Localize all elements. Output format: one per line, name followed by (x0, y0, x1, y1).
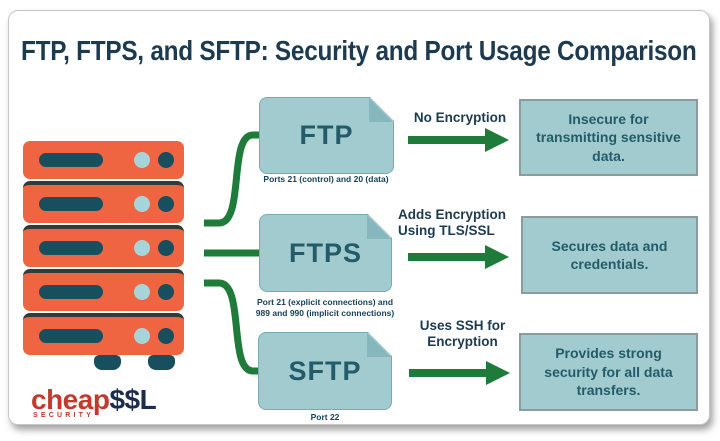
server-led-dark-icon (158, 328, 174, 344)
server-slot (39, 197, 103, 211)
infographic-card: FTP, FTPS, and SFTP: Security and Port U… (8, 10, 710, 425)
server-slot (39, 153, 103, 167)
port-label-sftp: Port 22 (310, 412, 340, 422)
result-box-ftp: Insecure for transmitting sensitive data… (519, 99, 698, 176)
protocol-label-sftp: SFTP (288, 355, 362, 386)
folded-corner-icon (369, 98, 393, 122)
server-led-dark-icon (158, 284, 174, 300)
protocol-label-ftp: FTP (299, 120, 354, 150)
server-led-light-icon (134, 284, 150, 300)
file-icon-ftp: FTP (259, 97, 394, 174)
arrow-label-ftps: Adds Encryption Using TLS/SSL (398, 207, 507, 238)
logo-tagline: SECURITY (33, 412, 94, 419)
server-unit (23, 269, 184, 311)
page-title: FTP, FTPS, and SFTP: Security and Port U… (21, 35, 697, 66)
server-unit (23, 181, 184, 223)
arrow-label-sftp: Uses SSH for Encryption (419, 318, 506, 349)
server-led-light-icon (134, 240, 150, 256)
server-led-light-icon (134, 328, 150, 344)
logo-wordmark: cheap$$L (31, 384, 157, 415)
result-text-ftps: Secures data and credentials. (551, 237, 668, 273)
folded-corner-icon (367, 215, 391, 239)
server-unit (23, 313, 184, 355)
folded-corner-icon (367, 333, 391, 357)
port-label-ftps: Port 21 (explicit connections) and 989 a… (255, 297, 395, 318)
arrow-label-ftp: No Encryption (413, 110, 507, 125)
file-icon-ftps: FTPS (259, 214, 392, 292)
server-foot (94, 355, 121, 370)
result-text-ftp: Insecure for transmitting sensitive data… (536, 110, 681, 164)
arrow-right-icon-sftp (409, 361, 510, 385)
result-box-ftps: Secures data and credentials. (521, 216, 698, 294)
arrow-right-icon-ftps (408, 245, 509, 269)
result-text-sftp: Provides strong security for all data tr… (544, 345, 673, 399)
server-led-light-icon (134, 196, 150, 212)
protocol-label-ftps: FTPS (288, 237, 362, 268)
logo-text-cheap: cheap (31, 384, 110, 415)
logo-text-ssl: $$L (109, 384, 157, 415)
server-icon (23, 141, 184, 370)
server-unit (23, 141, 184, 179)
server-slot (39, 329, 103, 343)
server-led-dark-icon (158, 240, 174, 256)
port-label-ftp: Ports 21 (control) and 20 (data) (263, 174, 389, 184)
file-icon-sftp: SFTP (258, 332, 392, 410)
server-led-light-icon (134, 152, 150, 168)
server-slot (39, 285, 103, 299)
arrow-right-icon-ftp (408, 128, 509, 152)
server-led-dark-icon (158, 152, 174, 168)
server-foot (148, 355, 175, 370)
server-unit (23, 225, 184, 267)
cheapssl-logo: cheap$$L SECURITY (31, 384, 157, 420)
result-box-sftp: Provides strong security for all data tr… (519, 333, 698, 411)
server-slot (39, 241, 103, 255)
server-led-dark-icon (158, 196, 174, 212)
